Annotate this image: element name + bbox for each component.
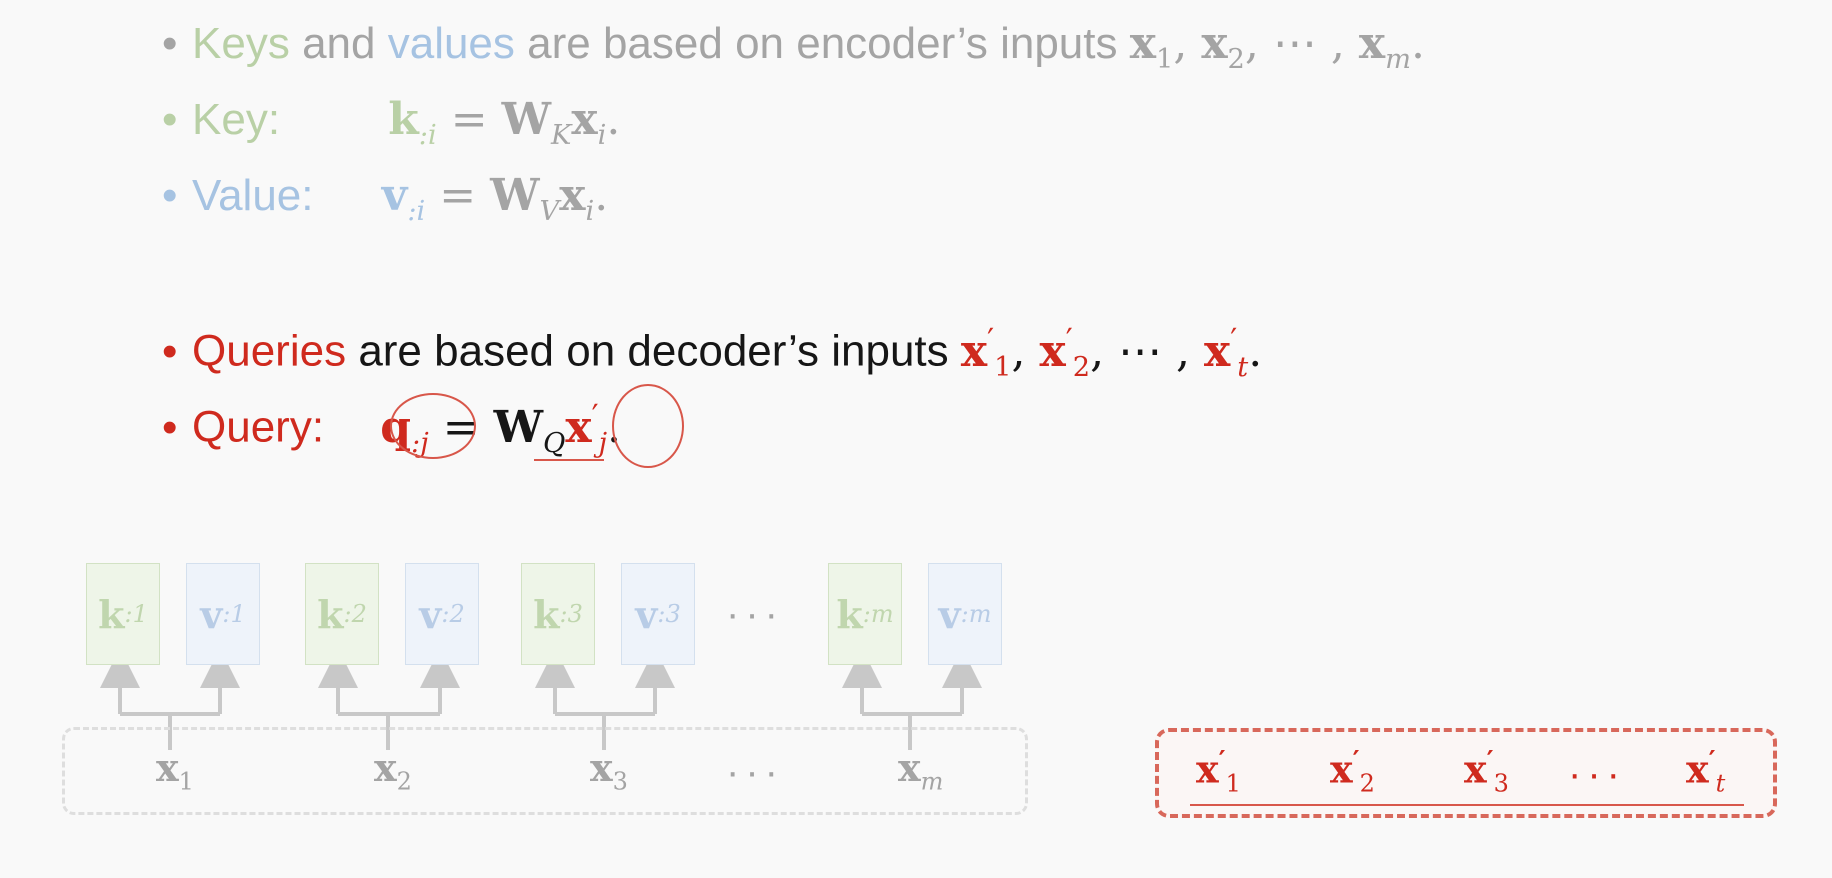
bullet-dot: • [162,19,178,68]
encoder-input-x2: x2 [374,745,412,796]
bullet-key-formula: • Key: k:i = WKxi. [162,92,620,164]
encoder-input-xm: xm [898,745,944,796]
value-formula: v:i = WVxi. [381,170,609,227]
key-box-m: k:m [828,563,902,665]
encoder-inputs-math: x1, x2, ⋯ , xm. [1129,18,1425,75]
bullet-dot: • [162,171,178,220]
value-box-m: v:m [928,563,1002,665]
decoder-input-x2: x′2 [1330,745,1375,798]
decoder-input-x1: x′1 [1196,745,1241,798]
decoder-inputs-text: are based on decoder’s inputs [358,326,949,376]
kv-ellipsis: ··· [726,592,784,636]
bullet-queries-decoder: • Queries are based on decoder’s inputs x… [162,312,1262,395]
pen-underline-wq [534,459,604,461]
encoder-inputs-text: are based on encoder’s inputs [527,19,1118,68]
values-word: values [387,19,515,68]
encoder-input-ellipsis: ··· [726,750,784,794]
decoder-inputs-frame [1155,728,1777,818]
query-label: Query: [192,402,325,452]
decoder-input-ellipsis: ··· [1568,752,1626,796]
bullet-dot: • [162,402,178,452]
encoder-input-x1: x1 [156,745,194,796]
bullet-dot: • [162,326,178,376]
queries-word: Queries [192,326,347,376]
value-label: Value: [192,171,314,220]
key-box-3: k:3 [521,563,595,665]
value-box-1: v:1 [186,563,260,665]
pen-underline-decoder-inputs [1190,804,1744,806]
key-formula: k:i = WKxi. [388,94,621,151]
value-box-3: v:3 [621,563,695,665]
decoder-input-xt: x′t [1686,745,1726,798]
encoder-inputs-frame [62,727,1028,815]
bullet-dot: • [162,95,178,144]
and-word: and [302,19,376,68]
keys-word: Keys [192,19,290,68]
key-label: Key: [192,95,281,144]
bullet-value-formula: • Value: v:i = WVxi. [162,168,608,240]
encoder-input-x3: x3 [590,745,628,796]
bullet-keys-values-encoder: • Keys and values are based on encoder’s … [162,16,1425,88]
decoder-inputs-math: x′1, x′2, ⋯ , x′t. [960,322,1263,383]
key-box-1: k:1 [86,563,160,665]
pen-circle-query [390,393,476,459]
decoder-input-x3: x′3 [1464,745,1509,798]
value-box-2: v:2 [405,563,479,665]
pen-circle-xprime [612,384,684,468]
key-box-2: k:2 [305,563,379,665]
